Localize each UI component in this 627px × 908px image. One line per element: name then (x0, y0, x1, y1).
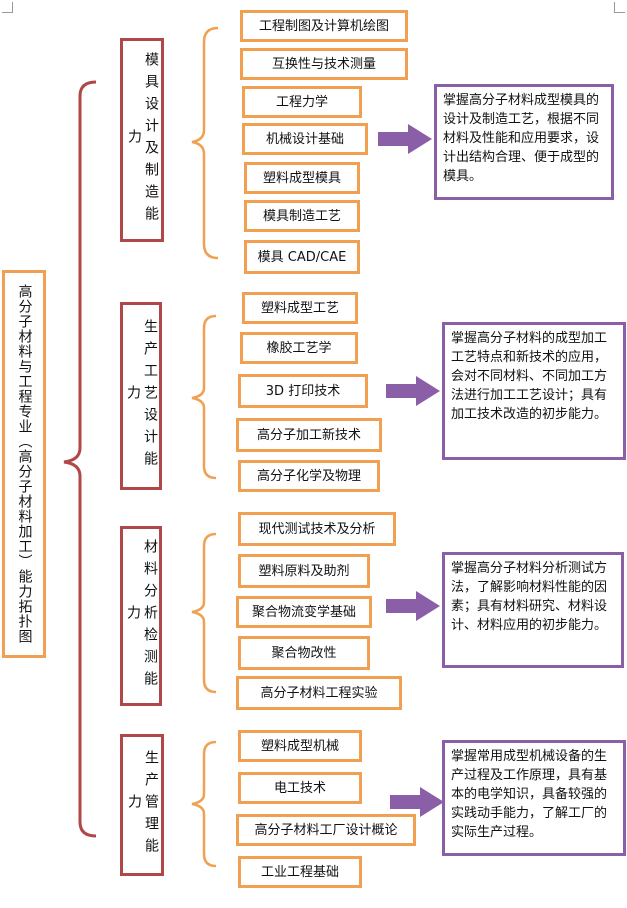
description-box-1: 掌握高分子材料成型模具的设计及制造工艺，根据不同材料及性能和应用要求，设计出结构… (434, 84, 614, 200)
description-box-2: 掌握高分子材料的成型加工工艺特点和新技术的应用，会对不同材料、不同加工方法进行加… (442, 322, 626, 460)
group-brace-4 (191, 740, 217, 868)
course-item: 模具制造工艺 (244, 200, 360, 232)
course-item: 工程制图及计算机绘图 (240, 10, 408, 42)
description-box-3: 掌握高分子材料分析测试方法，了解影响材料性能的因素；具有材料研究、材料设计、材料… (442, 552, 624, 668)
course-item: 塑料成型机械 (238, 730, 362, 762)
course-item: 现代测试技术及分析 (238, 512, 396, 546)
course-item: 高分子化学及物理 (238, 460, 380, 492)
description-box-4: 掌握常用成型机械设备的生产过程及工作原理，具有基本的电学知识，具备较强的实践动手… (442, 740, 626, 856)
course-item: 塑料原料及助剂 (238, 554, 370, 588)
group-brace-2 (191, 314, 217, 480)
course-item: 高分子加工新技术 (236, 418, 382, 452)
course-item: 工程力学 (242, 86, 362, 118)
category-production-management: 生产管理能力 (120, 734, 164, 876)
course-item: 互换性与技术测量 (240, 48, 408, 80)
course-item: 塑料成型工艺 (242, 292, 358, 324)
course-item: 聚合物流变学基础 (236, 596, 372, 628)
arrow-2 (386, 376, 440, 406)
course-item: 橡胶工艺学 (240, 332, 358, 364)
course-item: 工业工程基础 (238, 856, 362, 888)
course-item: 高分子材料工程实验 (236, 676, 402, 710)
course-item: 电工技术 (238, 772, 362, 804)
arrow-1 (378, 124, 432, 154)
course-item: 聚合物改性 (238, 636, 370, 670)
category-mold-design: 模具设计及制造能力 (120, 38, 164, 242)
group-brace-1 (191, 26, 219, 260)
arrow-3 (386, 591, 440, 621)
root-title: 高分子材料与工程专业（高分子材料加工）能力拓扑图 (2, 270, 46, 658)
course-item: 3D 打印技术 (238, 374, 368, 408)
root-brace (63, 80, 97, 838)
course-item: 高分子材料工厂设计概论 (236, 814, 416, 846)
course-item: 模具 CAD/CAE (244, 240, 360, 274)
group-brace-3 (191, 532, 217, 694)
category-process-design: 生产工艺设计能力 (120, 302, 162, 490)
course-item: 机械设计基础 (242, 123, 368, 155)
crop-mark-left (2, 2, 13, 13)
crop-mark-right (614, 2, 625, 13)
course-item: 塑料成型模具 (244, 162, 360, 194)
category-analysis-testing: 材料分析检测能力 (120, 526, 162, 706)
arrow-4 (390, 787, 444, 817)
